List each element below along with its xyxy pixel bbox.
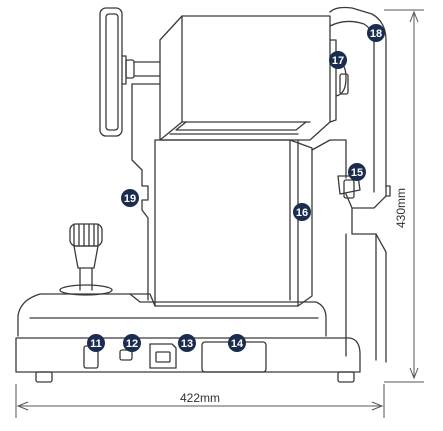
power-socket: [149, 343, 177, 369]
callout-badge-18: 18: [367, 24, 385, 42]
width-arrow-left: [16, 401, 29, 411]
callout-badge-17: 17: [329, 51, 347, 69]
height-dimension-label: 430mm: [394, 188, 408, 228]
callout-badge-19: 19: [121, 189, 139, 207]
callout-badge-11: 11: [87, 334, 105, 352]
callout-badge-15: 15: [348, 163, 366, 181]
height-arrow-up: [409, 10, 419, 23]
switch-connector: [119, 349, 133, 361]
callout-badge-16: 16: [293, 203, 311, 221]
callout-number: 19: [124, 193, 136, 205]
callout-badge-14: 14: [228, 334, 246, 352]
dimension-lines: [15, 9, 424, 418]
chin-knob: [343, 179, 355, 199]
callout-number: 12: [126, 338, 138, 350]
width-arrow-right: [371, 401, 384, 411]
sliding-stage: [17, 293, 327, 337]
height-arrow-down: [409, 367, 419, 380]
chin-rest-assembly: [311, 139, 391, 363]
callout-badge-13: 13: [178, 334, 196, 352]
callout-number: 11: [90, 338, 102, 350]
callout-number: 15: [351, 167, 363, 179]
joystick: [59, 223, 113, 296]
callout-number: 18: [370, 28, 382, 40]
monitor-hinge: [121, 55, 161, 85]
base-unit: [15, 337, 361, 383]
back-column: [131, 83, 161, 301]
monitor-screen: [99, 7, 123, 137]
upper-head-housing: [159, 15, 331, 141]
callout-number: 13: [181, 338, 193, 350]
callout-badge-12: 12: [123, 334, 141, 352]
width-dimension-label: 422mm: [180, 391, 220, 405]
lower-body: [154, 139, 313, 307]
callout-number: 17: [332, 55, 344, 67]
callout-number: 14: [231, 338, 244, 350]
callout-number: 16: [296, 207, 308, 219]
